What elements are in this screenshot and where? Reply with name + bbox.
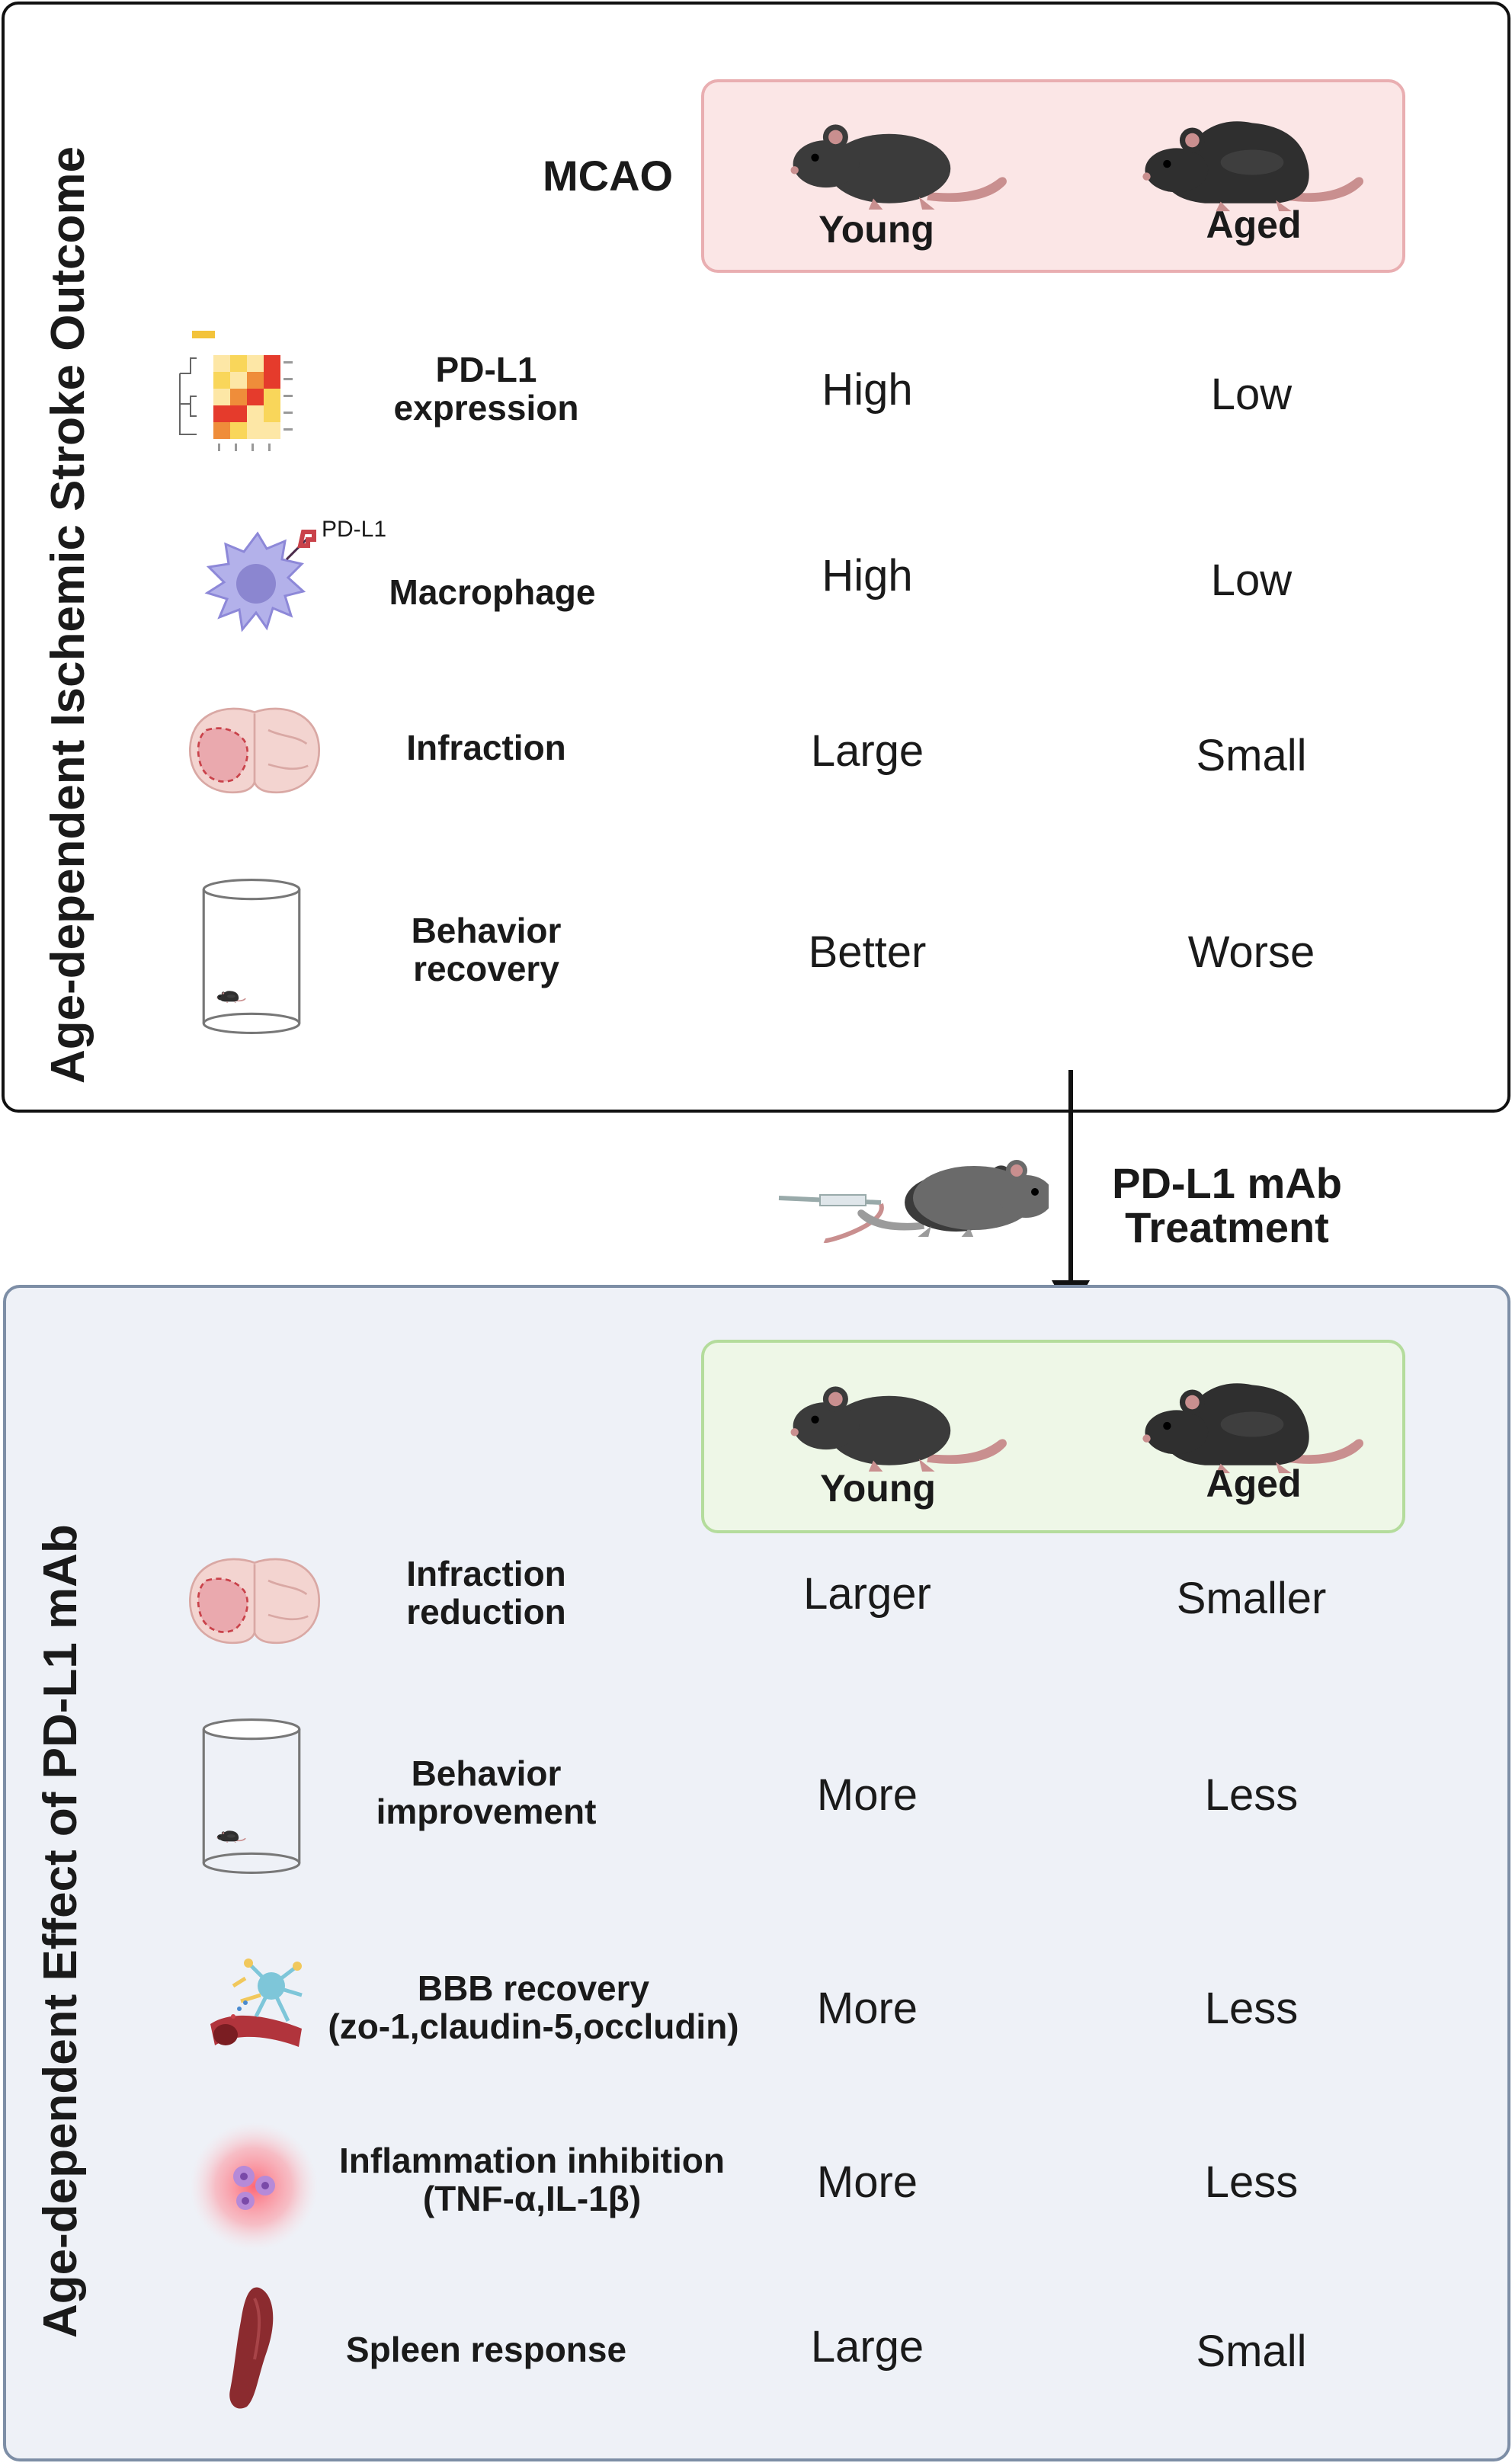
- label-line: recovery: [413, 949, 559, 988]
- label-line: Infraction: [406, 1554, 566, 1593]
- label-line: Infraction: [406, 728, 566, 767]
- label-line: Behavior: [411, 911, 562, 950]
- aged-mouse-icon: [1134, 107, 1370, 218]
- inflamed-cells-icon: [190, 2122, 318, 2250]
- heatmap-icon: [179, 331, 293, 451]
- behavior-improvement-label: Behavior improvement: [376, 1754, 597, 1830]
- macrophage-young-value: High: [822, 551, 913, 601]
- mcao-aged-label: Aged: [1206, 203, 1302, 246]
- label-line: Spleen response: [345, 2330, 627, 2369]
- behavior-recovery-young-value: Better: [808, 927, 927, 977]
- macrophage-aged-value: Low: [1210, 556, 1293, 605]
- label-line: (TNF-α,IL-1β): [422, 2179, 642, 2218]
- label-line: Behavior: [411, 1754, 562, 1793]
- pdl1-expression-aged-value: Low: [1210, 370, 1293, 419]
- label-line: BBB recovery: [417, 1968, 650, 2008]
- mouse-injection-icon: [778, 1160, 1049, 1244]
- spleen-icon: [229, 2287, 274, 2409]
- young-mouse-icon: [779, 1369, 1015, 1480]
- cylinder-test-icon: [200, 876, 303, 1036]
- neurovascular-unit-icon: [210, 1959, 303, 2047]
- spleen-response-label: Spleen response: [346, 2330, 626, 2369]
- behavior-improvement-young-value: More: [816, 1770, 918, 1820]
- treatment-label: PD-L1 mAb Treatment: [1112, 1161, 1342, 1250]
- cylinder-test-icon: [200, 1716, 303, 1876]
- young-mouse-icon: [779, 107, 1015, 218]
- label-line: (zo-1,claudin-5,occludin): [328, 2007, 739, 2046]
- infraction-label: Infraction: [406, 729, 566, 767]
- label-line: improvement: [376, 1792, 597, 1831]
- bbb-recovery-label: BBB recovery (zo-1,claudin-5,occludin): [328, 1969, 738, 2045]
- pdl1-expression-label: PD-L1 expression: [394, 351, 579, 427]
- macrophage-icon: [204, 530, 316, 633]
- macrophage-label: Macrophage: [389, 573, 596, 611]
- label-line: expression: [393, 388, 579, 428]
- pdl1-expression-young-value: High: [822, 365, 913, 415]
- label-line: Macrophage: [389, 572, 596, 612]
- brain-section-icon: [186, 701, 323, 800]
- mcao-label: MCAO: [543, 152, 674, 200]
- behavior-improvement-aged-value: Less: [1204, 1770, 1299, 1820]
- behavior-recovery-aged-value: Worse: [1187, 927, 1315, 977]
- label-line: reduction: [406, 1592, 566, 1632]
- label-line: PD-L1 mAb: [1112, 1159, 1342, 1207]
- inflammation-inhibition-label: Inflammation inhibition (TNF-α,IL-1β): [339, 2141, 725, 2218]
- label-line: Inflammation inhibition: [339, 2141, 725, 2180]
- bbb-recovery-young-value: More: [816, 1984, 918, 2033]
- pdl1-effect-panel-title: Age-dependent Effect of PD-L1 mAb: [34, 1524, 87, 2338]
- infraction-young-value: Large: [810, 726, 924, 776]
- label-line: PD-L1: [435, 350, 537, 389]
- infraction-reduction-label: Infraction reduction: [406, 1555, 566, 1631]
- mcao-young-label: Young: [818, 208, 934, 251]
- inflammation-inhibition-young-value: More: [816, 2157, 918, 2207]
- treat-aged-label: Aged: [1206, 1462, 1302, 1505]
- macrophage-pdl1-tag: PD-L1: [322, 517, 387, 542]
- treat-young-label: Young: [820, 1467, 936, 1510]
- spleen-response-young-value: Large: [810, 2322, 924, 2372]
- brain-section-icon: [186, 1552, 323, 1651]
- behavior-recovery-label: Behavior recovery: [412, 911, 562, 988]
- label-line: Treatment: [1125, 1203, 1329, 1251]
- infraction-reduction-young-value: Larger: [803, 1569, 931, 1619]
- inflammation-inhibition-aged-value: Less: [1204, 2157, 1299, 2207]
- bbb-recovery-aged-value: Less: [1204, 1984, 1299, 2033]
- spleen-response-aged-value: Small: [1196, 2327, 1307, 2376]
- down-arrow-icon: [1052, 1070, 1090, 1315]
- stroke-outcome-panel-title: Age-dependent Ischemic Stroke Outcome: [42, 146, 94, 1084]
- infraction-reduction-aged-value: Smaller: [1176, 1574, 1327, 1623]
- infraction-aged-value: Small: [1196, 731, 1307, 780]
